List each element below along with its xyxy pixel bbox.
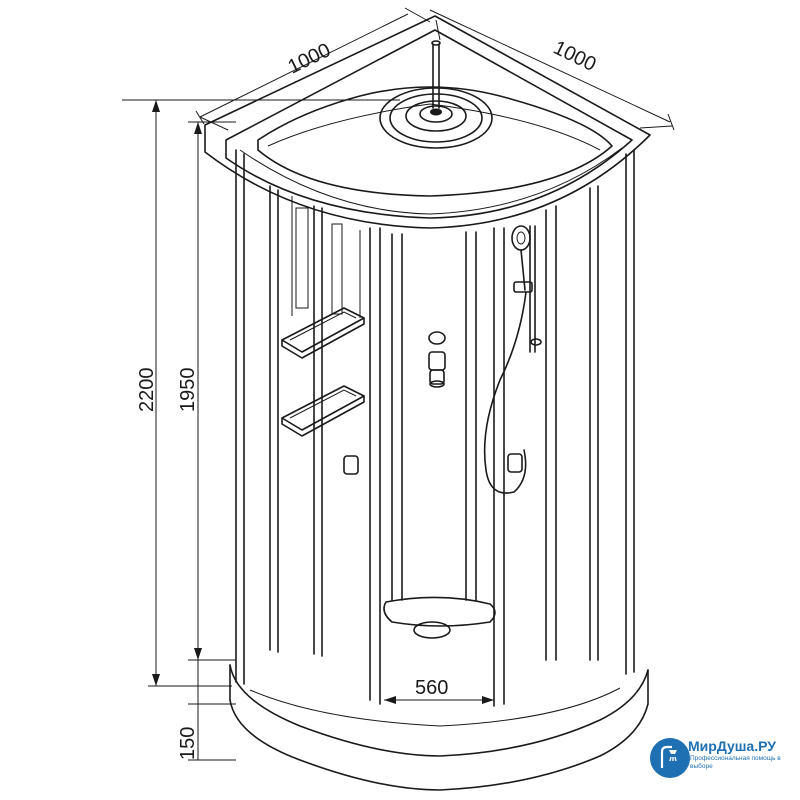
roof [204,15,651,229]
cabin-frame [235,149,635,707]
hand-shower [483,225,542,494]
top-left-width-label: 1000 [285,39,335,78]
height-dimension-lines [122,99,400,761]
control-knobs [343,331,523,475]
top-right-width-label: 1000 [550,37,600,76]
brand-logo: МирДуша.РУ Профессиональная помощь в выб… [650,738,796,788]
total-height-label: 2200 [136,368,158,413]
door-opening-dimension [384,696,494,704]
corner-shelf-lower [281,385,365,437]
tray-height-label: 150 [177,727,199,760]
rain-shower-head [379,40,493,149]
shower-tray [229,596,649,791]
shower-icon [650,738,690,778]
door-opening-label: 560 [415,677,448,699]
corner-shelf-upper [281,307,365,359]
cabin-height-label: 1950 [177,368,199,413]
logo-brand-name: МирДуша.РУ [688,738,776,754]
logo-tagline: Профессиональная помощь в выборе [690,755,781,770]
